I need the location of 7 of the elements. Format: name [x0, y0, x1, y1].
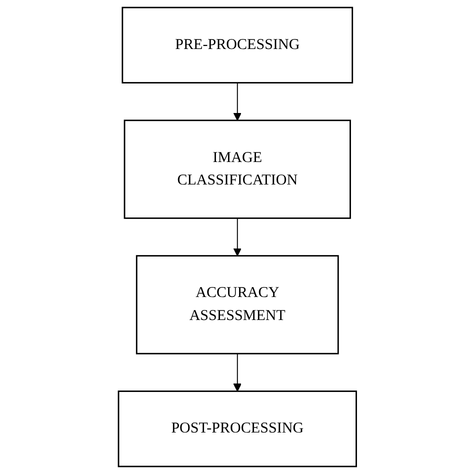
node-box: PRE-PROCESSING [121, 6, 353, 84]
arrow [232, 218, 242, 256]
arrow [232, 82, 242, 121]
arrow [232, 353, 242, 392]
node-box: IMAGE CLASSIFICATION [123, 120, 351, 219]
node-box: ACCURACY ASSESSMENT [136, 255, 338, 354]
node-box: POST-PROCESSING [117, 390, 357, 468]
